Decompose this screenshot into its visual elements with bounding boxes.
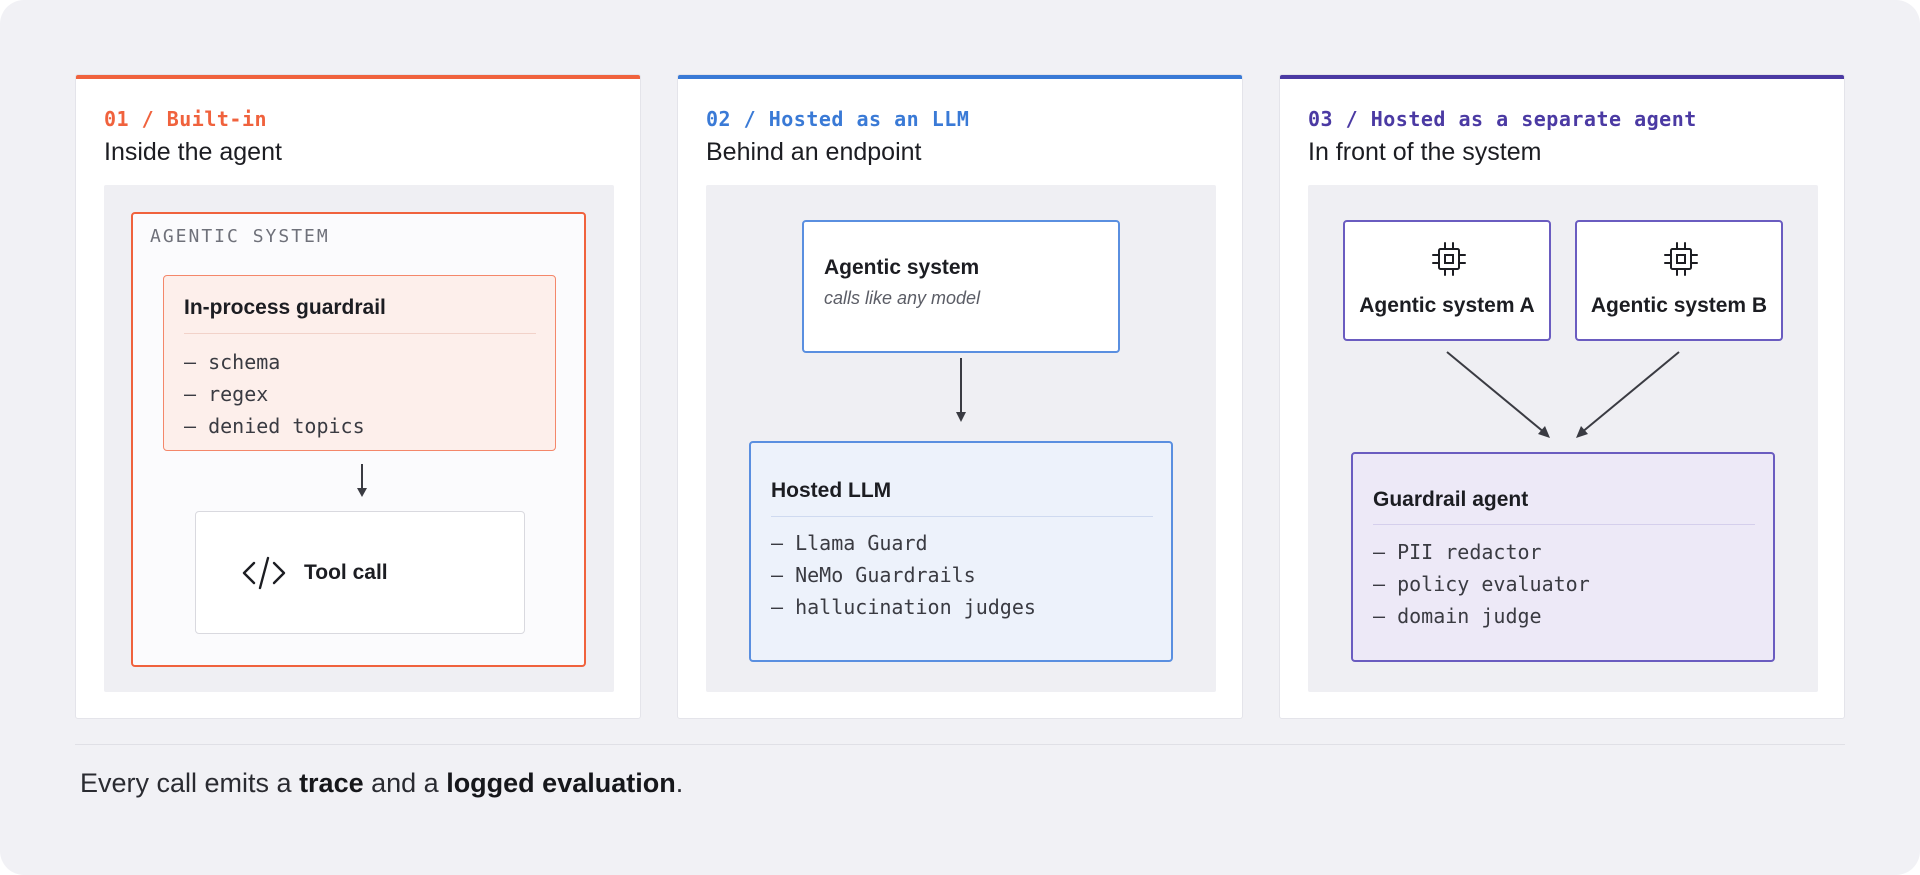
panel-heading: In front of the system	[1308, 138, 1542, 166]
footer-emphasis-trace: trace	[299, 768, 364, 798]
hosted-llm-divider	[771, 516, 1153, 517]
arrow-down-icon	[357, 464, 367, 497]
hosted-llm-title: Hosted LLM	[771, 479, 892, 502]
panel-stage: Agentic system A Agentic system B Guardr…	[1308, 185, 1818, 692]
agentic-system-container: AGENTIC SYSTEM In-process guardrail — sc…	[131, 212, 586, 667]
arrow-converge-icon	[1446, 351, 1680, 438]
agentic-system-b-box: Agentic system B	[1575, 220, 1783, 341]
panel-heading: Behind an endpoint	[706, 138, 922, 166]
panel-accent-bar	[76, 75, 640, 79]
panel-accent-bar	[1280, 75, 1844, 79]
tool-call-label: Tool call	[304, 561, 388, 584]
guardrail-agent-list: — PII redactor — policy evaluator — doma…	[1373, 536, 1590, 632]
footer-caption: Every call emits a trace and a logged ev…	[80, 768, 683, 799]
panel-eyebrow: 02 / Hosted as an LLM	[706, 107, 970, 131]
guardrail-divider	[184, 333, 536, 334]
hosted-llm-box: Hosted LLM — Llama Guard — NeMo Guardrai…	[749, 441, 1173, 662]
list-item: — policy evaluator	[1373, 572, 1590, 596]
agentic-system-a-box: Agentic system A	[1343, 220, 1551, 341]
system-b-label: Agentic system B	[1590, 294, 1768, 317]
code-icon	[242, 556, 286, 590]
guardrail-list: — schema — regex — denied topics	[184, 346, 365, 442]
footer-divider	[75, 744, 1845, 745]
tool-call-box: Tool call	[195, 511, 525, 634]
list-item: — regex	[184, 382, 269, 406]
list-item: — denied topics	[184, 414, 365, 438]
in-process-guardrail-box: In-process guardrail — schema — regex — …	[163, 275, 556, 451]
guardrail-title: In-process guardrail	[184, 296, 386, 319]
panel-heading: Inside the agent	[104, 138, 282, 166]
panel-accent-bar	[678, 75, 1242, 79]
list-item: — Llama Guard	[771, 531, 928, 555]
panel-stage: AGENTIC SYSTEM In-process guardrail — sc…	[104, 185, 614, 692]
caller-subtitle: calls like any model	[824, 288, 981, 308]
panel-eyebrow: 01 / Built-in	[104, 107, 268, 131]
footer-text: .	[675, 768, 684, 798]
list-item: — PII redactor	[1373, 540, 1542, 564]
list-item: — hallucination judges	[771, 595, 1036, 619]
list-item: — NeMo Guardrails	[771, 563, 976, 587]
footer-emphasis-logged: logged evaluation	[446, 768, 676, 798]
arrow-down-icon	[956, 358, 966, 422]
guardrail-agent-title: Guardrail agent	[1373, 488, 1529, 511]
chip-icon	[1664, 242, 1698, 276]
container-label: AGENTIC SYSTEM	[150, 226, 330, 247]
list-item: — domain judge	[1373, 604, 1542, 628]
footer-text: Every call emits a	[80, 768, 300, 798]
chip-icon	[1432, 242, 1466, 276]
hosted-llm-list: — Llama Guard — NeMo Guardrails — halluc…	[771, 527, 1036, 623]
panel-eyebrow: 03 / Hosted as a separate agent	[1308, 107, 1697, 131]
list-item: — schema	[184, 350, 281, 374]
guardrail-agent-divider	[1373, 524, 1755, 525]
guardrail-agent-box: Guardrail agent — PII redactor — policy …	[1351, 452, 1775, 662]
panel-separate-agent: 03 / Hosted as a separate agent In front…	[1279, 74, 1845, 719]
panel-stage: Agentic system calls like any model Host…	[706, 185, 1216, 692]
panel-built-in: 01 / Built-in Inside the agent AGENTIC S…	[75, 74, 641, 719]
panel-hosted-llm: 02 / Hosted as an LLM Behind an endpoint…	[677, 74, 1243, 719]
footer-text: and a	[363, 768, 447, 798]
system-a-label: Agentic system A	[1359, 294, 1535, 317]
caller-title: Agentic system	[824, 256, 980, 279]
agentic-system-box: Agentic system calls like any model	[802, 220, 1120, 353]
